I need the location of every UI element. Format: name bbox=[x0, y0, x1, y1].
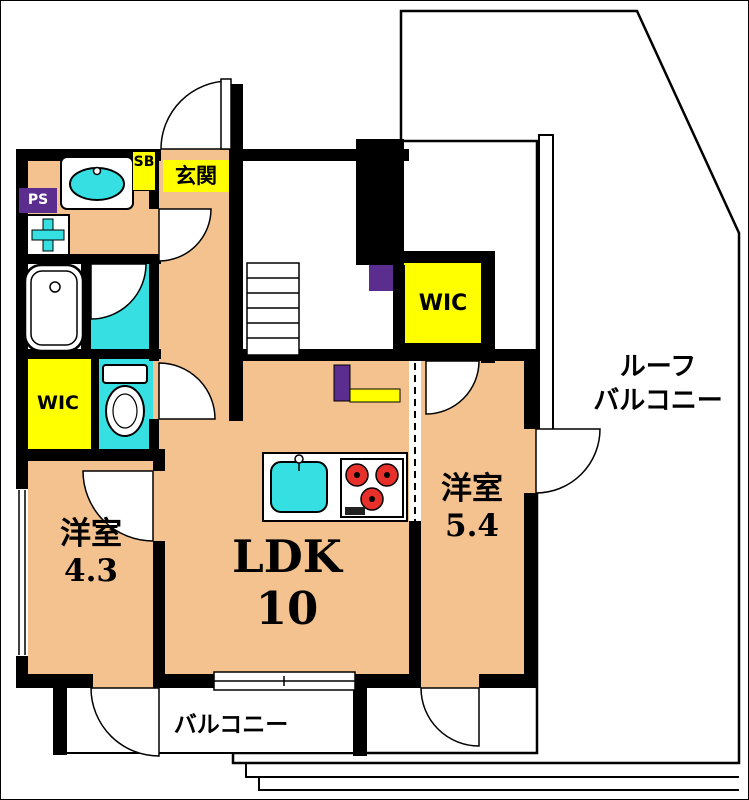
stove-icon bbox=[340, 458, 404, 518]
sliding-partition bbox=[409, 361, 421, 521]
bedroom2-name: 洋室 bbox=[441, 471, 503, 507]
wic-left-label: WIC bbox=[37, 392, 79, 414]
bedroom1-size: 4.3 bbox=[64, 553, 118, 590]
wic-right-label: WIC bbox=[418, 291, 468, 316]
toilet-icon bbox=[102, 364, 148, 437]
door-swing-icon bbox=[420, 687, 480, 747]
door-swing-icon bbox=[90, 687, 160, 757]
roof-balcony-label: ルーフ バルコニー bbox=[593, 352, 723, 416]
bedroom1-name: 洋室 bbox=[60, 516, 122, 552]
doors bbox=[82, 78, 601, 757]
window-icon bbox=[16, 489, 28, 656]
bedroom2-size: 5.4 bbox=[445, 508, 499, 545]
ldk-label: LDK 10 bbox=[209, 531, 365, 635]
door-swing-icon bbox=[425, 360, 480, 415]
balcony-label: バルコニー bbox=[173, 712, 289, 738]
window-icon bbox=[213, 671, 356, 691]
step-line bbox=[258, 777, 739, 791]
bedroom1-label: 洋室 4.3 bbox=[26, 516, 156, 590]
kitchen-counter bbox=[262, 452, 408, 522]
windows bbox=[16, 361, 421, 691]
kitchen-sink-icon bbox=[270, 454, 328, 513]
duct-yellow-block bbox=[349, 388, 401, 403]
duct-purple-block bbox=[333, 364, 351, 402]
wash-basin-icon bbox=[60, 156, 134, 210]
door-swing-icon bbox=[535, 428, 601, 494]
entrance-label: 玄関 bbox=[163, 160, 229, 192]
roof-balcony-area bbox=[231, 9, 741, 791]
wic-right-floor bbox=[393, 251, 495, 361]
bathtub-icon bbox=[23, 263, 85, 353]
ldk-size: 10 bbox=[255, 581, 319, 635]
washer-pan-icon bbox=[26, 214, 70, 256]
door-swing-icon bbox=[90, 263, 147, 320]
pipe-shaft-block bbox=[369, 265, 393, 291]
door-swing-icon bbox=[160, 80, 230, 150]
door-swing-icon bbox=[158, 362, 216, 420]
door-swing-icon bbox=[82, 470, 154, 542]
bedroom2-label: 洋室 5.4 bbox=[412, 471, 532, 545]
step-line bbox=[245, 763, 739, 778]
ldk-name: LDK bbox=[232, 530, 342, 583]
wic-left-floor bbox=[16, 349, 99, 459]
parapet-wall bbox=[538, 134, 554, 432]
storage-shelf-icon bbox=[246, 262, 300, 356]
pipe-space-label: PS bbox=[19, 188, 57, 213]
door-swing-icon bbox=[158, 208, 212, 262]
walls bbox=[16, 84, 536, 756]
shoe-box-label: SB bbox=[132, 151, 156, 191]
door-leaf-icon bbox=[220, 78, 232, 150]
